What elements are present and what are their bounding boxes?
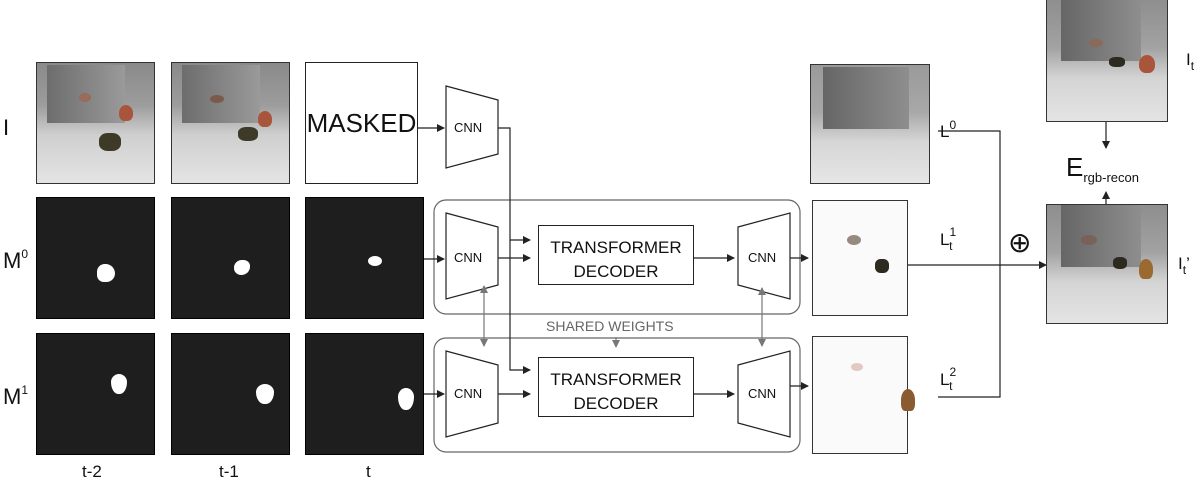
masked-label: MASKED bbox=[306, 107, 417, 138]
row-label-mask1: M1 bbox=[3, 383, 29, 409]
layer-L2-object bbox=[812, 336, 915, 454]
transformer-line2: DECODER bbox=[573, 394, 659, 413]
wall bbox=[1061, 205, 1141, 267]
cnn-enc-mask0-label: CNN bbox=[454, 250, 483, 265]
label-target: It bbox=[1186, 50, 1195, 73]
mask1-frame-t bbox=[305, 333, 424, 455]
layer-L0-background bbox=[810, 64, 930, 184]
target-frame bbox=[1046, 0, 1168, 122]
label-reconstruction: It’ bbox=[1178, 254, 1190, 277]
object-cone bbox=[1139, 259, 1153, 279]
object-blur bbox=[851, 363, 863, 371]
object-rock bbox=[1113, 257, 1127, 269]
transformer-line2: DECODER bbox=[573, 262, 659, 281]
time-label-t-2: t-2 bbox=[82, 462, 102, 481]
reconstruction-frame bbox=[1046, 204, 1168, 324]
wall bbox=[1061, 0, 1141, 61]
wall bbox=[823, 67, 909, 129]
mask0-frame-t-2 bbox=[36, 197, 155, 319]
transformer-decoder-mask0: TRANSFORMER DECODER bbox=[538, 225, 694, 285]
object-rock bbox=[1109, 57, 1125, 67]
mask0-frame-t bbox=[305, 197, 424, 319]
object-reflection bbox=[210, 95, 224, 103]
object-cone bbox=[119, 105, 133, 121]
cnn-dec-mask0-shape bbox=[737, 212, 791, 300]
cnn-dec-mask0-label: CNN bbox=[748, 250, 777, 265]
cnn-top-shape bbox=[445, 85, 499, 169]
cnn-top-label: CNN bbox=[454, 120, 483, 135]
mask-blob bbox=[234, 260, 250, 275]
object-cone bbox=[1139, 55, 1155, 73]
transformer-line1: TRANSFORMER bbox=[550, 238, 682, 257]
label-loss: Ergb-recon bbox=[1066, 152, 1139, 185]
group-box-mask0 bbox=[433, 199, 801, 315]
shared-weights-label: SHARED WEIGHTS bbox=[546, 318, 674, 334]
object-reflection bbox=[1089, 39, 1103, 47]
cnn-enc-mask0-shape bbox=[445, 212, 499, 300]
object-rock bbox=[875, 259, 889, 273]
rgb-frame-t-2 bbox=[36, 62, 155, 184]
mask-blob bbox=[97, 264, 115, 282]
mask-blob bbox=[256, 384, 274, 404]
object-reflection bbox=[79, 93, 91, 102]
transformer-decoder-mask1: TRANSFORMER DECODER bbox=[538, 357, 694, 417]
layer-L1-object bbox=[812, 200, 908, 316]
object-cone bbox=[258, 111, 272, 127]
object-rock bbox=[238, 127, 258, 141]
object-cone bbox=[901, 389, 915, 411]
label-L2: L2t bbox=[940, 365, 957, 393]
mask1-frame-t-2 bbox=[36, 333, 155, 455]
cnn-dec-mask1-shape bbox=[737, 350, 791, 438]
label-L0: L0 bbox=[940, 118, 957, 141]
mirror-wall bbox=[182, 65, 260, 123]
row-label-image: I bbox=[3, 115, 10, 140]
mask-blob bbox=[111, 374, 127, 394]
masked-frame: MASKED bbox=[305, 62, 418, 184]
transformer-line1: TRANSFORMER bbox=[550, 370, 682, 389]
mask-blob bbox=[398, 388, 414, 410]
mask-blob bbox=[368, 256, 382, 266]
mask1-frame-t-1 bbox=[171, 333, 290, 455]
label-L1: L1t bbox=[940, 225, 957, 253]
mask0-frame-t-1 bbox=[171, 197, 290, 319]
rgb-frame-t-1 bbox=[171, 62, 290, 184]
object-blur bbox=[1081, 235, 1097, 245]
row-label-mask0: M0 bbox=[3, 247, 29, 273]
time-label-t: t bbox=[366, 462, 371, 481]
object-rock bbox=[99, 133, 121, 151]
time-label-t-1: t-1 bbox=[219, 462, 239, 481]
object-blur bbox=[847, 235, 861, 245]
cnn-dec-mask1-label: CNN bbox=[748, 386, 777, 401]
cnn-enc-mask1-shape bbox=[445, 350, 499, 438]
compose-symbol: ⊕ bbox=[1008, 227, 1032, 258]
cnn-enc-mask1-label: CNN bbox=[454, 386, 483, 401]
group-box-mask1 bbox=[433, 337, 801, 453]
